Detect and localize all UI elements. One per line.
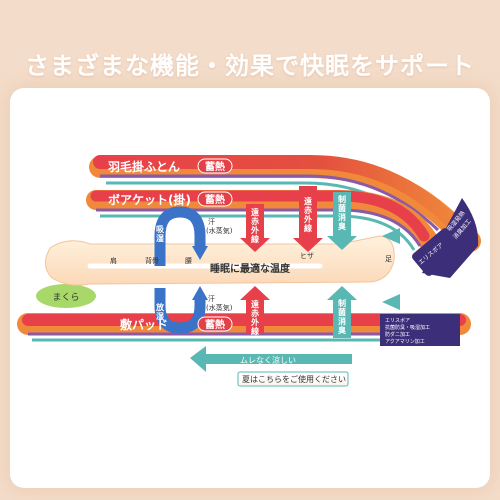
pad-layer bbox=[17, 313, 471, 346]
deodorize-lower-1: 制 bbox=[338, 298, 346, 308]
side-arrow-upper bbox=[382, 228, 400, 244]
page-title: さまざまな機能・効果で快眠をサポート bbox=[25, 52, 475, 80]
sweat-lower-line2: (水蒸気) bbox=[206, 303, 233, 312]
side-arrow-lower bbox=[382, 294, 400, 310]
pad-heat-badge bbox=[197, 316, 233, 332]
shoulder-label: 肩 bbox=[110, 256, 117, 265]
moisture-loop-upper bbox=[154, 206, 208, 266]
blanket-heat-badge bbox=[197, 191, 233, 207]
side-note-pad-3: 防ダニ加工 bbox=[385, 331, 410, 338]
far-infrared-arrow-upper-right bbox=[293, 186, 323, 252]
infrared-upper-right-4: 線 bbox=[304, 223, 312, 233]
bottom-note-box bbox=[237, 371, 349, 387]
infrared-upper-left-1: 遠 bbox=[251, 207, 259, 217]
layering-diagram: 羽毛掛ふとん 蓄熱 ボアケット(掛) 蓄熱 敷パッド 蓄熱 まくら 肩 背骨 腰… bbox=[17, 155, 481, 387]
side-note-pad-2: 抗菌防臭・吸湿加工 bbox=[385, 324, 430, 331]
infrared-upper-left-4: 線 bbox=[251, 234, 259, 244]
release-lower-1: 放 bbox=[155, 302, 165, 312]
deodorize-lower-2: 菌 bbox=[338, 307, 346, 317]
knee-label: ヒザ bbox=[300, 252, 314, 260]
deodorize-upper-3: 消 bbox=[338, 212, 346, 222]
far-infrared-arrow-upper-left bbox=[240, 204, 270, 252]
release-lower-2: 湿 bbox=[156, 311, 164, 321]
infrared-lower-3: 外 bbox=[251, 317, 259, 327]
far-infrared-arrow-lower bbox=[240, 286, 270, 334]
moisture-upper-2: 湿 bbox=[156, 233, 164, 243]
moisture-loop-lower bbox=[154, 286, 208, 334]
duvet-layer bbox=[89, 155, 481, 252]
sweat-upper-line2: (水蒸気) bbox=[206, 226, 233, 235]
pillow bbox=[36, 284, 96, 308]
duvet-label: 羽毛掛ふとん bbox=[108, 159, 180, 174]
infrared-upper-right-1: 遠 bbox=[304, 196, 312, 206]
deodorize-lower-3: 消 bbox=[338, 316, 346, 326]
deodorize-arrow-lower bbox=[327, 286, 357, 338]
deodorize-arrow-upper bbox=[327, 192, 357, 250]
blanket-label: ボアケット(掛) bbox=[108, 192, 191, 207]
deodorize-lower-4: 臭 bbox=[338, 325, 346, 335]
infrared-lower-4: 線 bbox=[251, 326, 259, 336]
diagram-panel: 羽毛掛ふとん 蓄熱 ボアケット(掛) 蓄熱 敷パッド 蓄熱 まくら 肩 背骨 腰… bbox=[10, 88, 490, 488]
side-note-pad-1: エリスボア bbox=[385, 317, 410, 324]
pad-label: 敷パッド bbox=[120, 317, 168, 332]
deodorize-upper-4: 臭 bbox=[338, 221, 346, 231]
moisture-upper-1: 吸 bbox=[156, 225, 164, 234]
waist-label: 腰 bbox=[185, 257, 192, 265]
infrared-upper-right-3: 外 bbox=[304, 214, 312, 224]
infrared-lower-1: 遠 bbox=[251, 299, 259, 309]
deodorize-upper-1: 制 bbox=[338, 194, 346, 204]
infrared-lower-2: 赤 bbox=[251, 308, 259, 318]
optimal-temp-label: 睡眠に最適な温度 bbox=[210, 262, 291, 275]
side-note-pad-4: アクアマリン加工 bbox=[385, 338, 425, 345]
bottom-note-line1: ムレなく涼しい bbox=[240, 355, 296, 365]
bottom-note-line2: 夏はこちらをご使用ください bbox=[242, 374, 346, 384]
breathable-arrow bbox=[190, 346, 352, 372]
back-label: 背骨 bbox=[145, 256, 159, 265]
sweat-lower-line1: 汗 bbox=[208, 295, 215, 303]
duvet-heat-label: 蓄熱 bbox=[205, 160, 225, 173]
infrared-upper-left-3: 外 bbox=[251, 225, 259, 235]
duvet-heat-badge bbox=[197, 158, 233, 174]
infrared-upper-right-2: 赤 bbox=[304, 205, 312, 215]
blanket-heat-label: 蓄熱 bbox=[205, 193, 225, 206]
pillow-label: まくら bbox=[52, 292, 79, 303]
side-band bbox=[412, 198, 479, 278]
infrared-upper-left-2: 赤 bbox=[251, 216, 259, 226]
foot-label: 足 bbox=[385, 255, 392, 263]
deodorize-upper-2: 菌 bbox=[338, 203, 346, 213]
pad-heat-label: 蓄熱 bbox=[205, 318, 225, 331]
sweat-upper-line1: 汗 bbox=[208, 218, 215, 226]
